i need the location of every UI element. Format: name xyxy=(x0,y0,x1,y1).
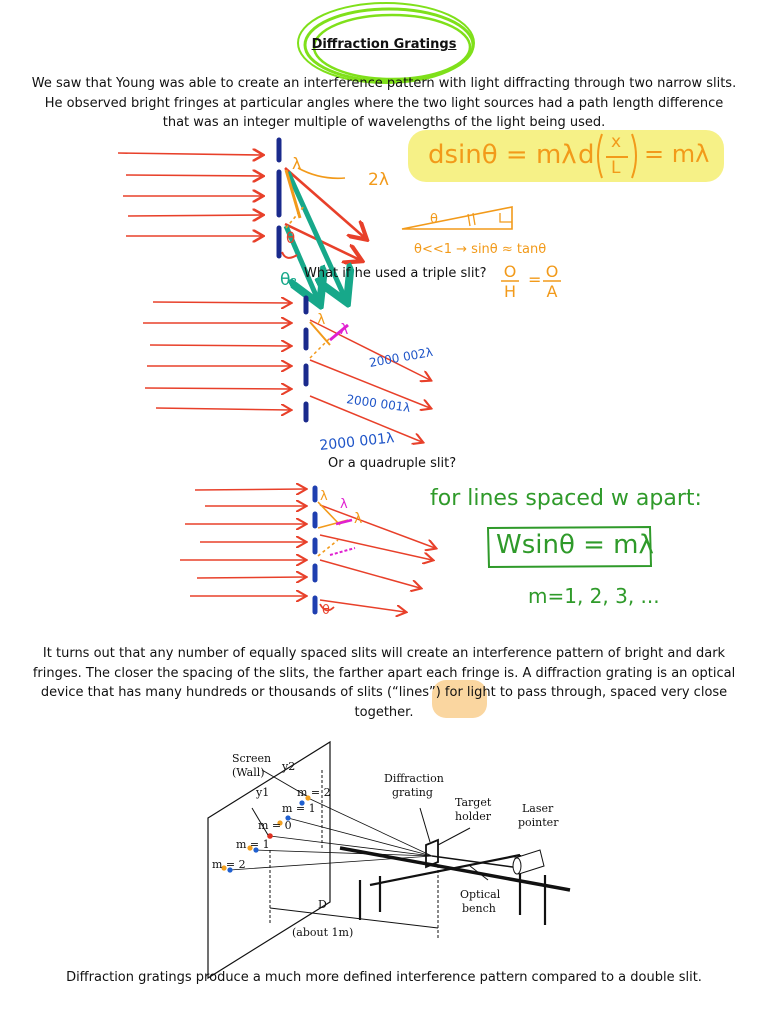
fig-wall-label: (Wall) xyxy=(232,766,265,779)
fig-screen-label: Screen xyxy=(232,752,271,765)
fig-laser-2: pointer xyxy=(518,816,559,829)
ratio-eq-sign: = xyxy=(528,270,542,289)
conclusion-paragraph: Diffraction gratings produce a much more… xyxy=(66,970,702,985)
triple-lambda-pink: λ xyxy=(340,322,348,338)
equation-dxL-rhs: = mλ xyxy=(644,140,710,168)
double-theta2: θ₂ xyxy=(280,270,297,290)
equation-dxL-d: d xyxy=(578,140,595,170)
quad-lambda-1: λ xyxy=(320,489,328,504)
equation-dxL-x: x xyxy=(611,132,622,152)
fig-y1: y1 xyxy=(255,786,269,799)
fig-m2-top: m = 2 xyxy=(297,786,331,799)
quad-lambda-2: λ xyxy=(340,497,348,512)
triple-lambda: λ xyxy=(317,312,325,328)
fig-m1-top: m = 1 xyxy=(282,802,316,815)
ratio-A: A xyxy=(546,282,558,301)
triple-slit-question: What if he used a triple slit? xyxy=(304,266,487,281)
quad-theta: θ xyxy=(322,603,330,618)
fig-grating-1: Diffraction xyxy=(384,772,444,785)
fig-D: D xyxy=(318,898,327,911)
triple-path-3: 2000 001λ xyxy=(319,430,395,454)
fig-m0: m = 0 xyxy=(258,819,292,832)
double-lambda: λ xyxy=(292,154,301,173)
fig-about: (about 1m) xyxy=(292,926,353,939)
double-theta: θ xyxy=(286,229,295,247)
page-title: Diffraction Gratings xyxy=(311,37,457,52)
fig-target-2: holder xyxy=(455,810,492,823)
m-values: m=1, 2, 3, ... xyxy=(528,584,660,608)
equation-wsin: Wsinθ = mλ xyxy=(496,530,654,560)
fig-target-1: Target xyxy=(455,796,492,809)
intro-paragraph: We saw that Young was able to create an … xyxy=(31,76,737,130)
equation-dsin: dsinθ = mλ xyxy=(428,140,577,170)
quad-lambda-3: λ xyxy=(354,511,362,527)
body-paragraph: It turns out that any number of equally … xyxy=(32,646,736,720)
fig-laser-1: Laser xyxy=(522,802,554,815)
double-2lambda: 2λ xyxy=(368,170,389,190)
equation-dxL-L: L xyxy=(611,158,621,178)
small-angle-note: θ<<1 → sinθ ≈ tanθ xyxy=(414,242,547,257)
fig-m2-bottom: m = 2 xyxy=(212,858,246,871)
fig-m1-bottom: m = 1 xyxy=(236,838,270,851)
fig-grating-2: grating xyxy=(392,786,433,799)
fig-bench-2: bench xyxy=(462,902,496,915)
fig-y2: y2 xyxy=(281,760,295,773)
ratio-O1: O xyxy=(503,262,517,281)
ratio-H: H xyxy=(503,282,517,301)
quadruple-slit-question: Or a quadruple slit? xyxy=(328,456,457,471)
fig-bench-1: Optical xyxy=(460,888,501,901)
triangle-theta: θ xyxy=(430,212,438,227)
lines-spaced-note: for lines spaced w apart: xyxy=(430,486,702,511)
ratio-O2: O xyxy=(545,262,559,281)
